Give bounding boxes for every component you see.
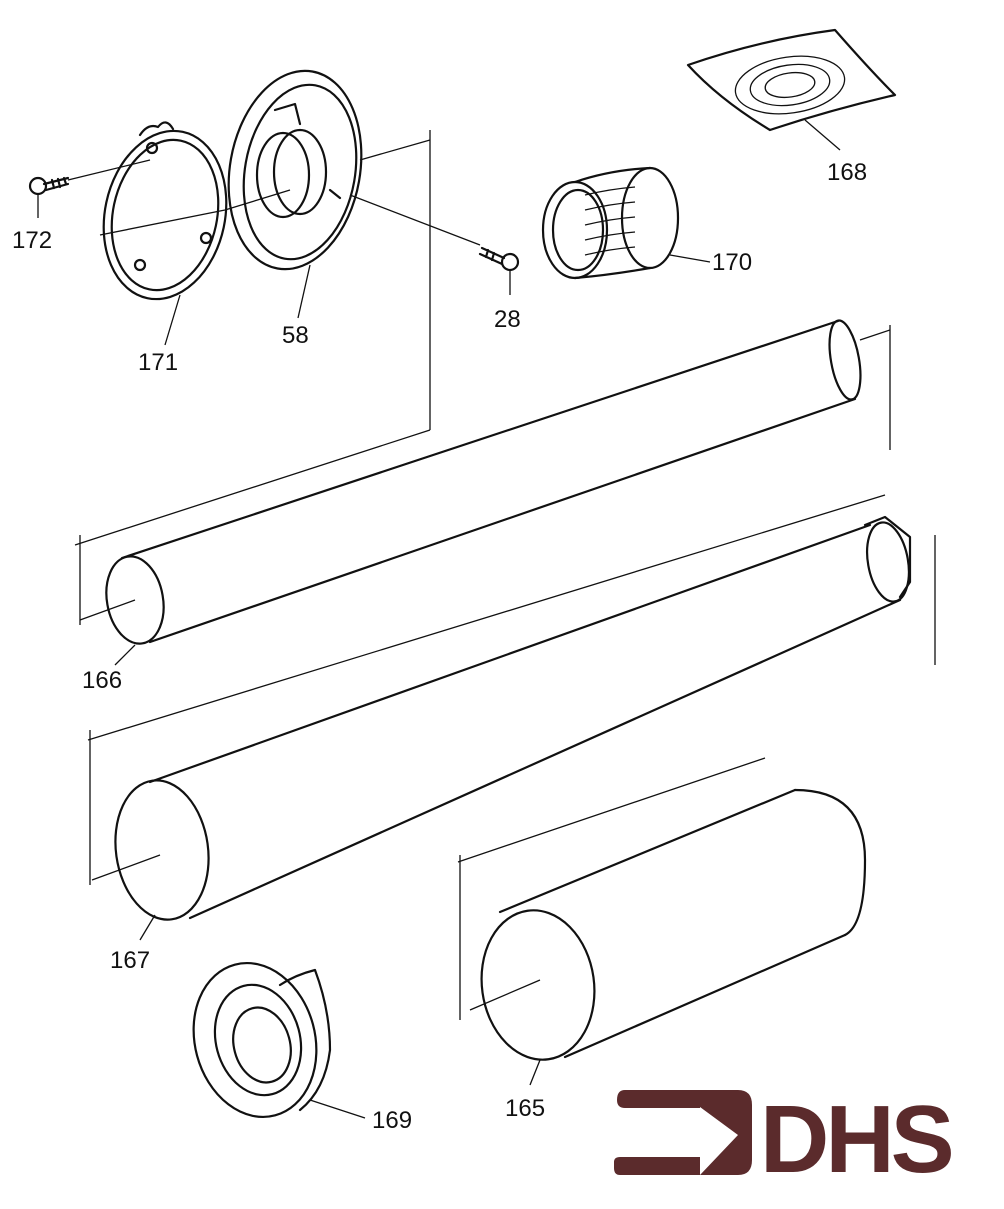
label-168: 168 <box>827 159 867 186</box>
part-169-collar <box>192 961 366 1119</box>
label-172: 172 <box>12 227 52 254</box>
label-169: 169 <box>372 1107 412 1134</box>
part-165-pipe <box>457 757 867 1086</box>
label-166: 166 <box>82 667 122 694</box>
dhs-logo: DHS <box>614 1086 956 1193</box>
logo-text: DHS <box>760 1086 952 1193</box>
part-172-screw <box>28 159 151 218</box>
label-167: 167 <box>110 947 150 974</box>
part-166-pipe <box>74 319 891 666</box>
label-58: 58 <box>282 322 309 349</box>
label-165: 165 <box>505 1095 545 1122</box>
part-28-screw <box>478 246 520 295</box>
label-170: 170 <box>712 249 752 276</box>
label-28: 28 <box>494 306 521 333</box>
part-170-flexible-sleeve <box>541 166 711 280</box>
part-168-roof-flashing <box>686 28 897 151</box>
part-167-pipe <box>87 494 936 941</box>
label-171: 171 <box>138 349 178 376</box>
logo-arrow-icon <box>614 1090 752 1175</box>
part-58-wall-plate <box>224 69 481 430</box>
part-171-gasket-ring <box>99 121 228 346</box>
